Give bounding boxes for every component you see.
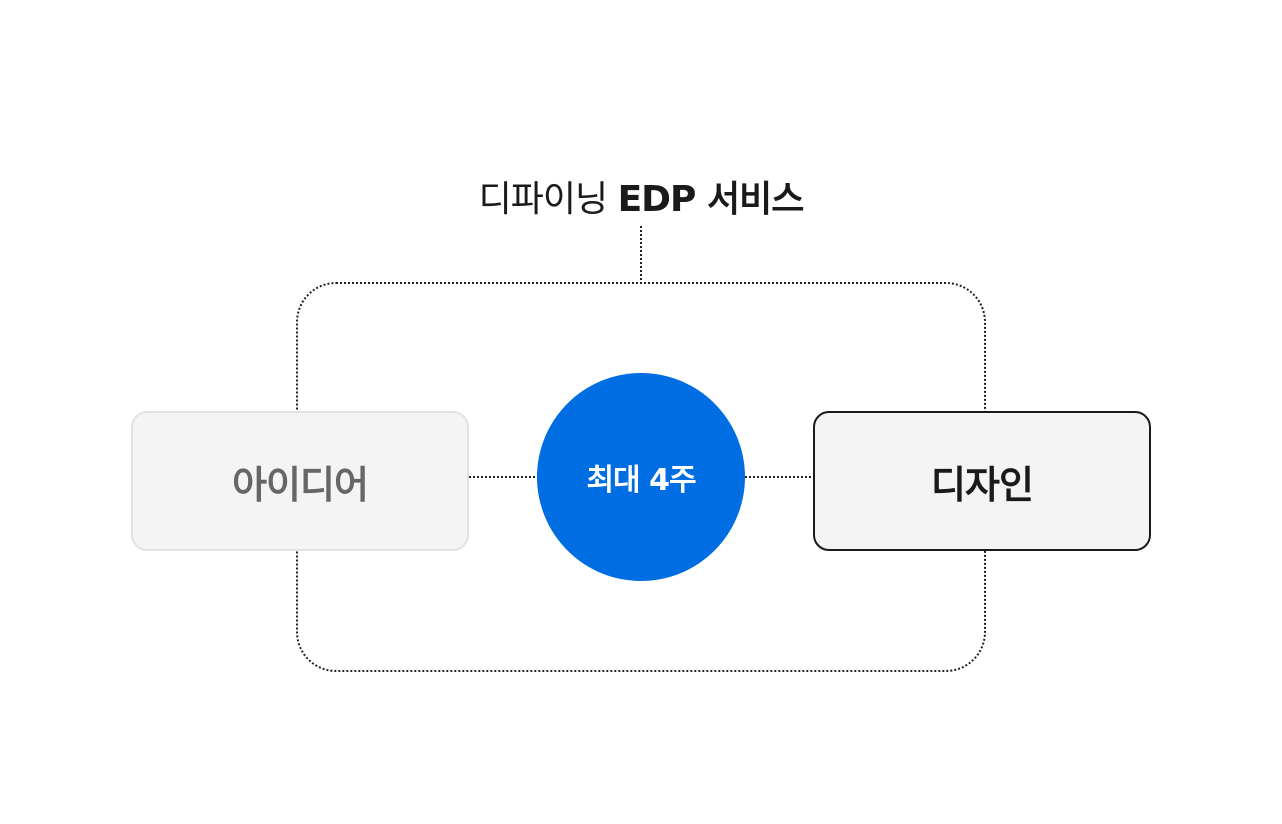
diagram-title: 디파이닝 EDP 서비스 xyxy=(0,176,1282,224)
title-regular-text: 디파이닝 xyxy=(478,179,608,220)
duration-circle: 최대 4주 xyxy=(537,373,745,581)
title-bold-text: EDP 서비스 xyxy=(617,179,805,220)
design-box: 디자인 xyxy=(813,411,1151,551)
design-label: 디자인 xyxy=(931,462,1034,507)
idea-label: 아이디어 xyxy=(232,462,369,507)
idea-box: 아이디어 xyxy=(131,411,469,551)
duration-label: 최대 4주 xyxy=(586,463,696,498)
